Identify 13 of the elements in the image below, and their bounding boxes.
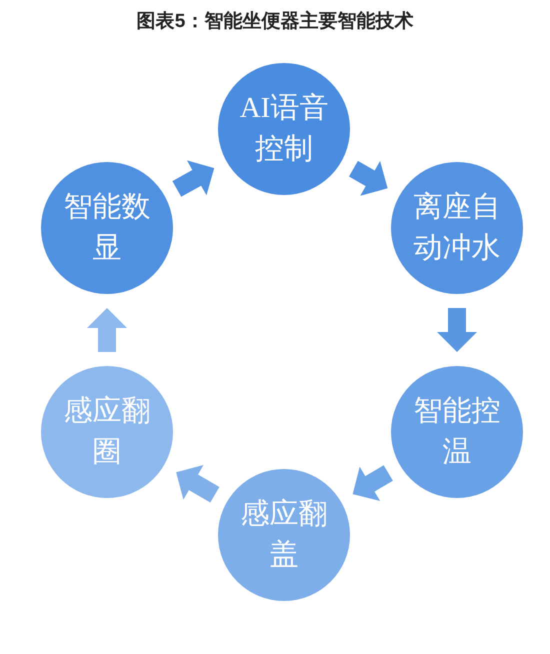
block-arrow xyxy=(437,308,477,352)
block-arrow xyxy=(172,160,214,197)
block-arrow xyxy=(349,160,388,196)
block-arrow xyxy=(176,465,220,502)
block-arrow xyxy=(352,465,393,501)
circle-label: 感应翻圈 xyxy=(62,394,152,470)
diagram-title: 图表5：智能坐便器主要智能技术 xyxy=(136,10,414,34)
circle-label: 感应翻盖 xyxy=(240,497,328,573)
circle-label: 智能控温 xyxy=(412,394,502,470)
circle-label: AI语音控制 xyxy=(238,91,330,167)
block-arrow xyxy=(87,308,127,352)
circle-label: 离座自动冲水 xyxy=(412,190,502,266)
circle-label: 智能数显 xyxy=(62,190,152,266)
